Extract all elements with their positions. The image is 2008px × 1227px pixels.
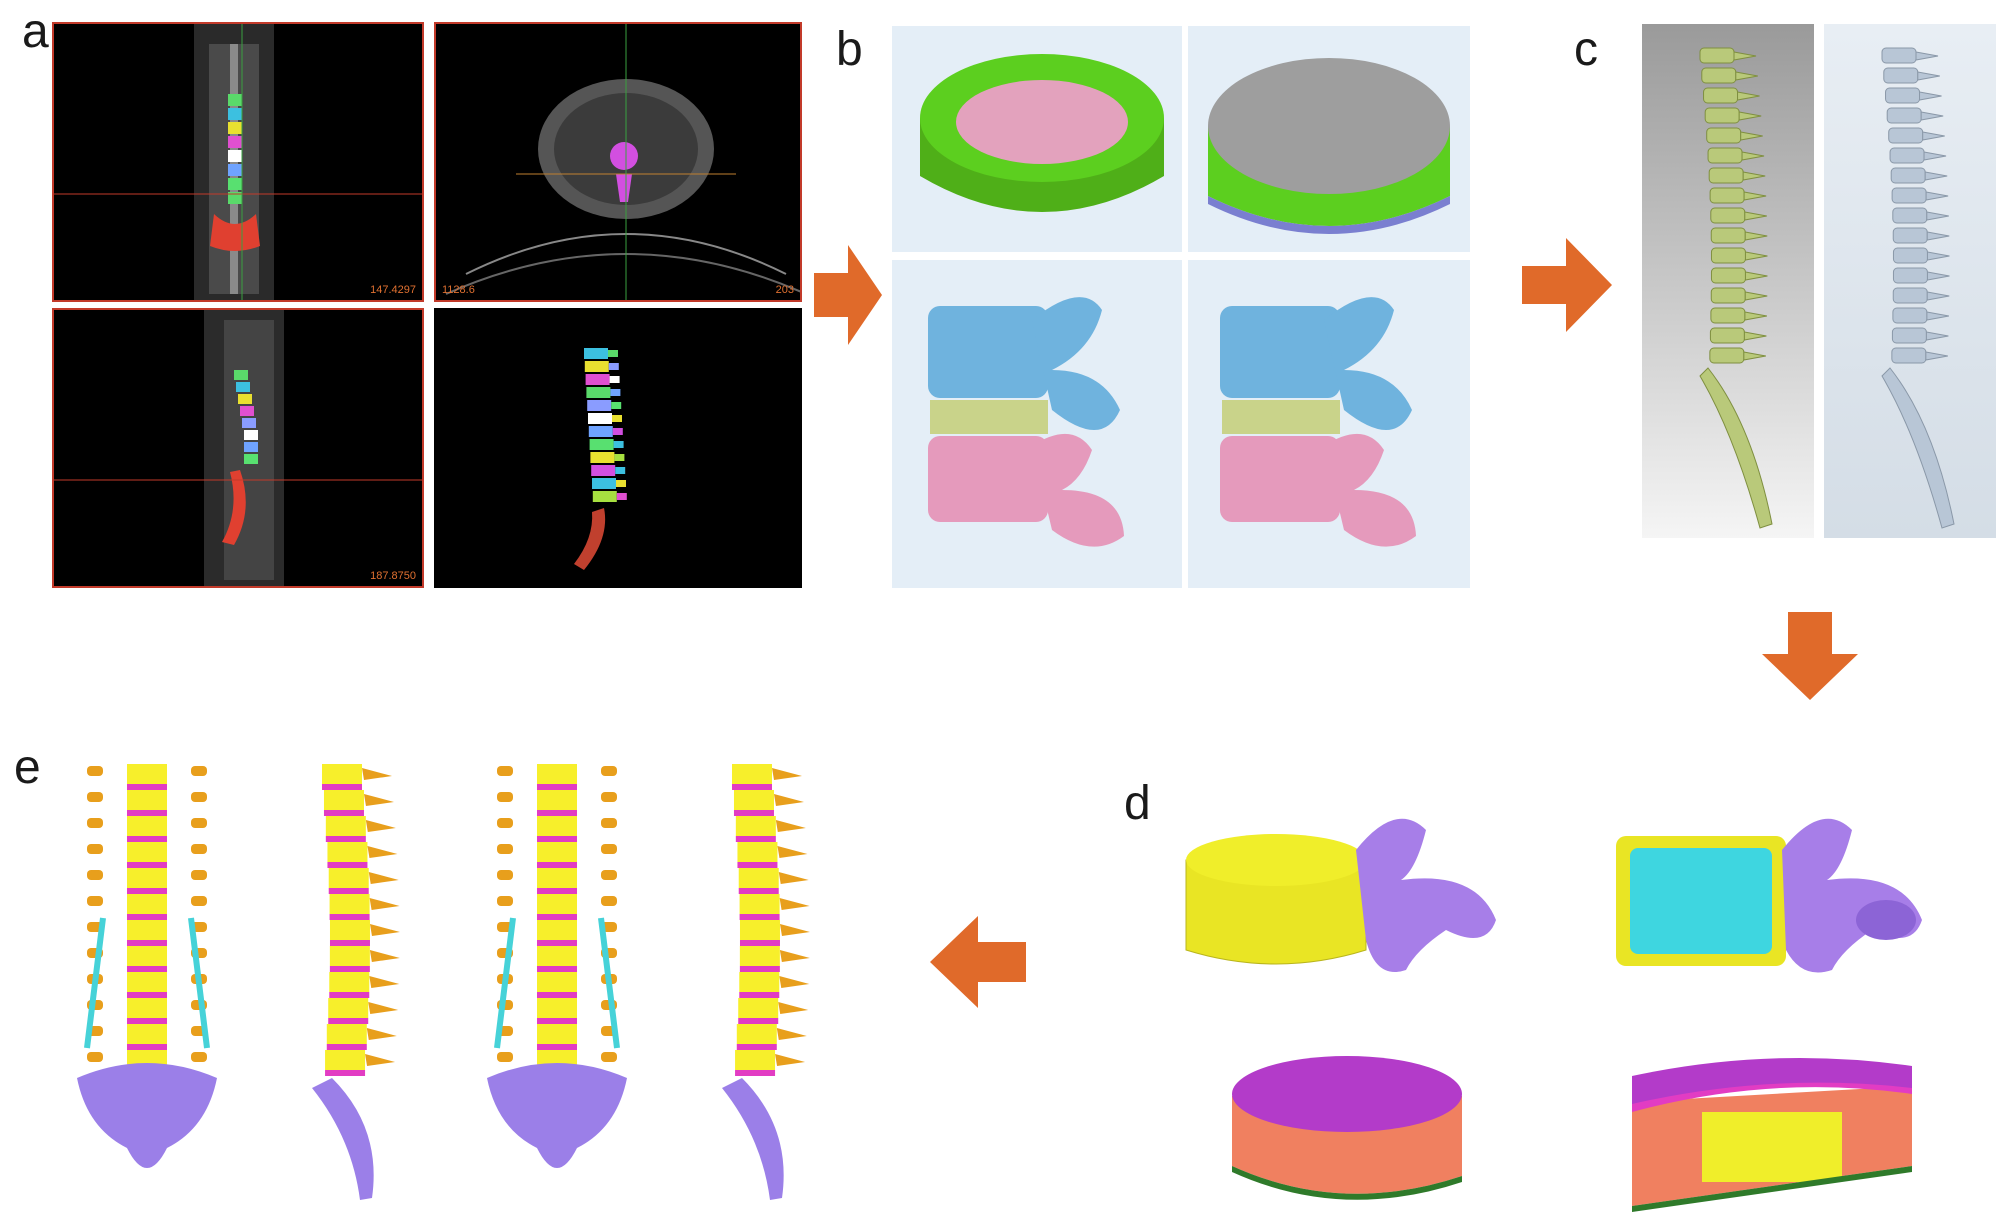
- panel-label-e: e: [14, 741, 41, 794]
- flow-arrow-right-icon: [1522, 238, 1612, 332]
- panel-label-d: d: [1124, 777, 1151, 830]
- vertebra-mesh-view[interactable]: [1176, 800, 1596, 1000]
- panel-label-a: a: [22, 5, 49, 58]
- panel-label-b: b: [836, 23, 863, 76]
- disc-mesh-view[interactable]: [1212, 1036, 1612, 1220]
- coronal-ct-view[interactable]: 147.4297: [52, 22, 424, 302]
- panel-a-ct-views: 147.4297 1128.6 203: [52, 22, 802, 588]
- disc-section-view[interactable]: [1612, 1036, 1996, 1220]
- flow-arrow-right-icon: [814, 245, 882, 345]
- axial-value: 1128.6: [442, 284, 475, 296]
- panel-c-spine-models: [1642, 24, 1996, 538]
- disc-annulus-nucleus-view[interactable]: [892, 26, 1182, 252]
- fe-model-lateral-view[interactable]: [272, 748, 442, 1218]
- flow-arrow-left-icon: [930, 916, 1026, 1008]
- axial-ct-view[interactable]: 1128.6 203: [434, 22, 802, 302]
- panel-b-segment-models: [892, 26, 1470, 588]
- flow-arrow-down-icon: [1762, 612, 1858, 700]
- motion-segment-view-left[interactable]: [892, 260, 1182, 588]
- coronal-value: 147.4297: [370, 284, 416, 296]
- fe-model-posterior-view[interactable]: [462, 748, 652, 1218]
- panel-d-meshed-components: [1176, 800, 1996, 1220]
- fe-model-lateral-view-2[interactable]: [682, 748, 852, 1218]
- disc-endplate-view[interactable]: [1188, 26, 1470, 252]
- sagittal-value: 187.8750: [370, 570, 416, 582]
- spine-solid-model-view[interactable]: [1642, 24, 1814, 538]
- panel-e-finite-element-views: [52, 748, 892, 1218]
- panel-label-c: c: [1574, 23, 1598, 76]
- axial-right-value: 203: [775, 284, 794, 296]
- vertebra-section-view[interactable]: [1596, 800, 1996, 1000]
- fe-model-anterior-view[interactable]: [52, 748, 242, 1218]
- spine-mesh-model-view[interactable]: [1824, 24, 1996, 538]
- ct-3d-reconstruction[interactable]: [434, 308, 802, 588]
- motion-segment-view-right[interactable]: [1188, 260, 1470, 588]
- sagittal-ct-view[interactable]: 187.8750: [52, 308, 424, 588]
